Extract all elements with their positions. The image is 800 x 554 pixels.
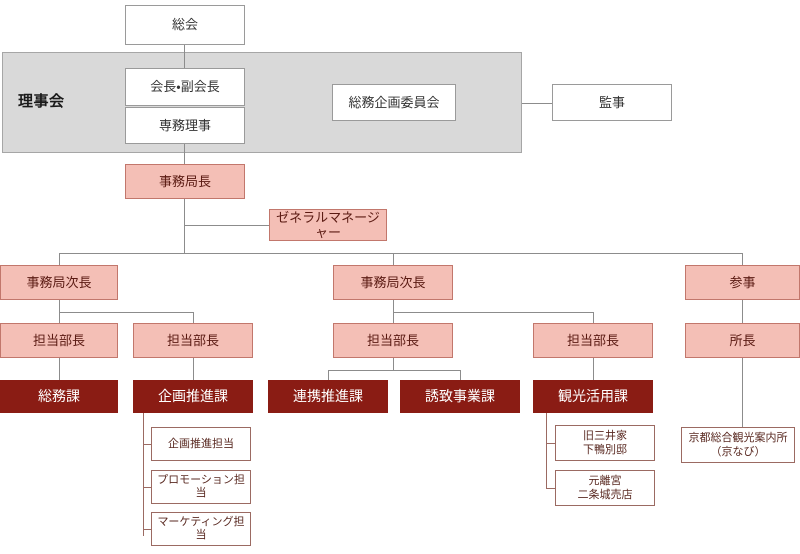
board-of-directors-label: 理事会: [18, 93, 65, 110]
chairman-box[interactable]: 会長・副会長: [125, 68, 245, 106]
connector-committee-to-auditor: [522, 103, 552, 104]
connector-planning-units-trunk: [143, 413, 144, 536]
connector-planning-unit-0: [143, 444, 151, 445]
connector-director-1-to-dept: [59, 358, 60, 380]
department-box-1[interactable]: 企画推進課: [133, 380, 253, 413]
connector-tourism-unit-0: [546, 443, 555, 444]
department-box-3[interactable]: 誘致事業課: [400, 380, 520, 413]
information-center-box[interactable]: 京都総合観光案内所 （京なび）: [681, 427, 795, 463]
connector-drop-dept-3: [328, 370, 329, 380]
connector-secretary-trunk: [184, 199, 185, 253]
director-4-box[interactable]: 担当部長: [533, 323, 653, 358]
planning-unit-box-2[interactable]: マーケティング担当: [151, 512, 251, 546]
connector-drop-director-1: [59, 312, 60, 323]
connector-drop-director-4: [593, 312, 594, 323]
connector-deputy-center-trunk: [393, 300, 394, 312]
connector-tourism-unit-1: [546, 488, 555, 489]
connector-drop-director-2: [193, 312, 194, 323]
planning-committee-box[interactable]: 総務企画委員会: [332, 84, 456, 121]
connector-director-4-to-dept: [593, 358, 594, 380]
connector-drop-deputy-center: [393, 253, 394, 265]
deputy-secretary-center-box[interactable]: 事務局次長: [333, 265, 453, 300]
connector-deputy-center-bar: [393, 312, 593, 313]
connector-managing-to-secretary: [184, 143, 185, 164]
managing-director-box[interactable]: 専務理事: [125, 107, 245, 144]
department-box-0[interactable]: 総務課: [0, 380, 118, 413]
department-box-4[interactable]: 観光活用課: [533, 380, 653, 413]
director-1-box[interactable]: 担当部長: [0, 323, 118, 358]
auditor-box[interactable]: 監事: [552, 84, 672, 121]
connector-assembly-to-chairman: [184, 45, 185, 68]
planning-unit-box-1[interactable]: プロモーション担当: [151, 470, 251, 504]
connector-secretary-to-gm: [184, 225, 269, 226]
counselor-box[interactable]: 参事: [685, 265, 800, 300]
connector-chief-to-information-center: [742, 358, 743, 427]
connector-deputy-left-trunk: [59, 300, 60, 312]
tourism-unit-box-0[interactable]: 旧三井家 下鴨別邸: [555, 425, 655, 461]
connector-planning-unit-1: [143, 487, 151, 488]
connector-counselor-to-chief: [742, 300, 743, 323]
director-3-box[interactable]: 担当部長: [333, 323, 453, 358]
connector-drop-deputy-left: [59, 253, 60, 265]
tourism-unit-box-1[interactable]: 元離宮 二条城売店: [555, 470, 655, 506]
planning-unit-box-0[interactable]: 企画推進担当: [151, 427, 251, 461]
connector-director-3-trunk: [393, 358, 394, 370]
connector-drop-counselor: [742, 253, 743, 265]
connector-director-2-to-dept: [193, 358, 194, 380]
connector-deputy-left-bar: [59, 312, 193, 313]
connector-tourism-units-trunk: [546, 413, 547, 488]
office-chief-box[interactable]: 所長: [685, 323, 800, 358]
connector-drop-director-3: [393, 312, 394, 323]
director-2-box[interactable]: 担当部長: [133, 323, 253, 358]
deputy-secretary-left-box[interactable]: 事務局次長: [0, 265, 118, 300]
department-box-2[interactable]: 連携推進課: [268, 380, 388, 413]
connector-main-distribution-bar: [59, 253, 743, 254]
connector-drop-dept-4: [460, 370, 461, 380]
secretary-general-box[interactable]: 事務局長: [125, 164, 245, 199]
connector-director-3-bar: [328, 370, 460, 371]
connector-planning-unit-2: [143, 529, 151, 530]
general-assembly-box[interactable]: 総会: [125, 5, 245, 45]
general-manager-box[interactable]: ゼネラルマネージャー: [269, 209, 387, 241]
